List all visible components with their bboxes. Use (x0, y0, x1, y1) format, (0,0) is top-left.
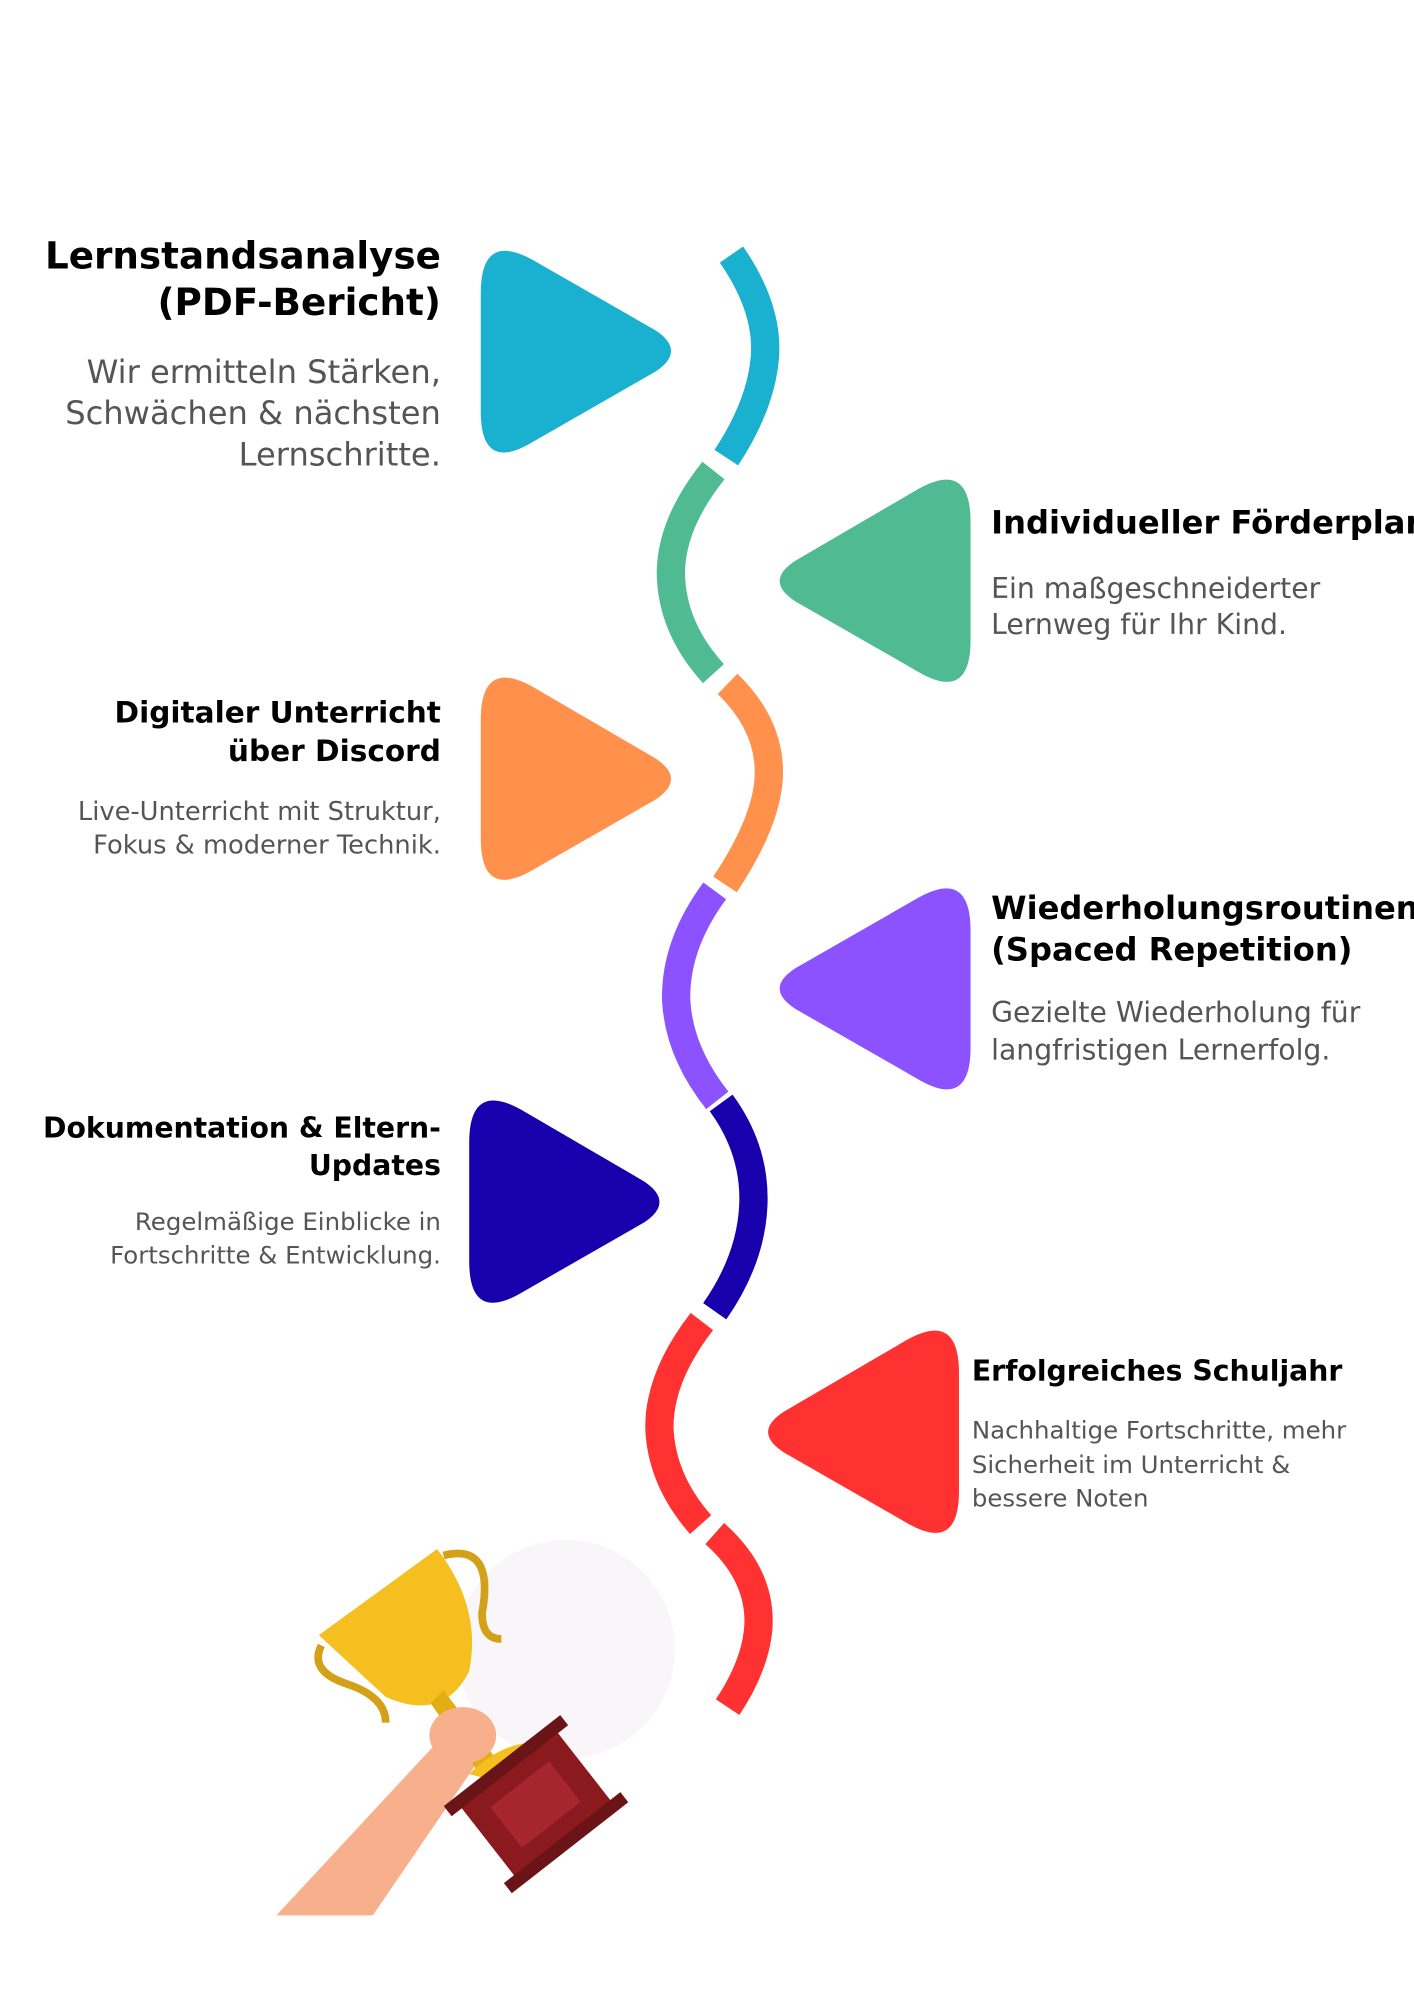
path-segment-5 (703, 1094, 768, 1320)
step-1-title: Lernstandsanalyse (PDF-Bericht) (44, 233, 441, 324)
arrow-step-5 (469, 1100, 660, 1303)
arrow-step-3 (480, 677, 672, 880)
arrow-step-4 (779, 888, 971, 1090)
step-2-title: Individueller Förderplan (991, 503, 1414, 542)
path-segment-3 (713, 673, 783, 893)
arrow-step-2 (779, 479, 971, 682)
step-4-description: Gezielte Wiederholung für langfristigen … (991, 997, 1361, 1067)
path-segment-7 (705, 1523, 773, 1715)
step-2-description: Ein maßgeschneiderter Lernweg für Ihr Ki… (991, 573, 1321, 642)
step-1-description: Wir ermitteln Stärken, Schwächen & nächs… (65, 353, 441, 474)
path-segment-4 (662, 882, 729, 1110)
step-4-title: Wiederholungsroutinen (Spaced Repetition… (991, 889, 1414, 968)
step-6-description: Nachhaltige Fortschritte, mehr Sicherhei… (971, 1416, 1347, 1514)
step-5-description: Regelmäßige Einblicke in Fortschritte & … (110, 1208, 441, 1271)
path-segment-1 (714, 246, 780, 466)
path-segment-6 (645, 1312, 714, 1534)
trophy-illustration (276, 1540, 675, 1916)
step-5-title: Dokumentation & Eltern- Updates (43, 1113, 441, 1183)
step-3-description: Live-Unterricht mit Struktur, Fokus & mo… (77, 795, 441, 860)
step-6-title: Erfolgreiches Schuljahr (971, 1356, 1343, 1389)
arrow-step-6 (768, 1330, 959, 1533)
step-3-title: Digitaler Unterricht über Discord (114, 696, 441, 769)
arrow-step-1 (480, 250, 672, 453)
path-segment-2 (656, 461, 725, 684)
